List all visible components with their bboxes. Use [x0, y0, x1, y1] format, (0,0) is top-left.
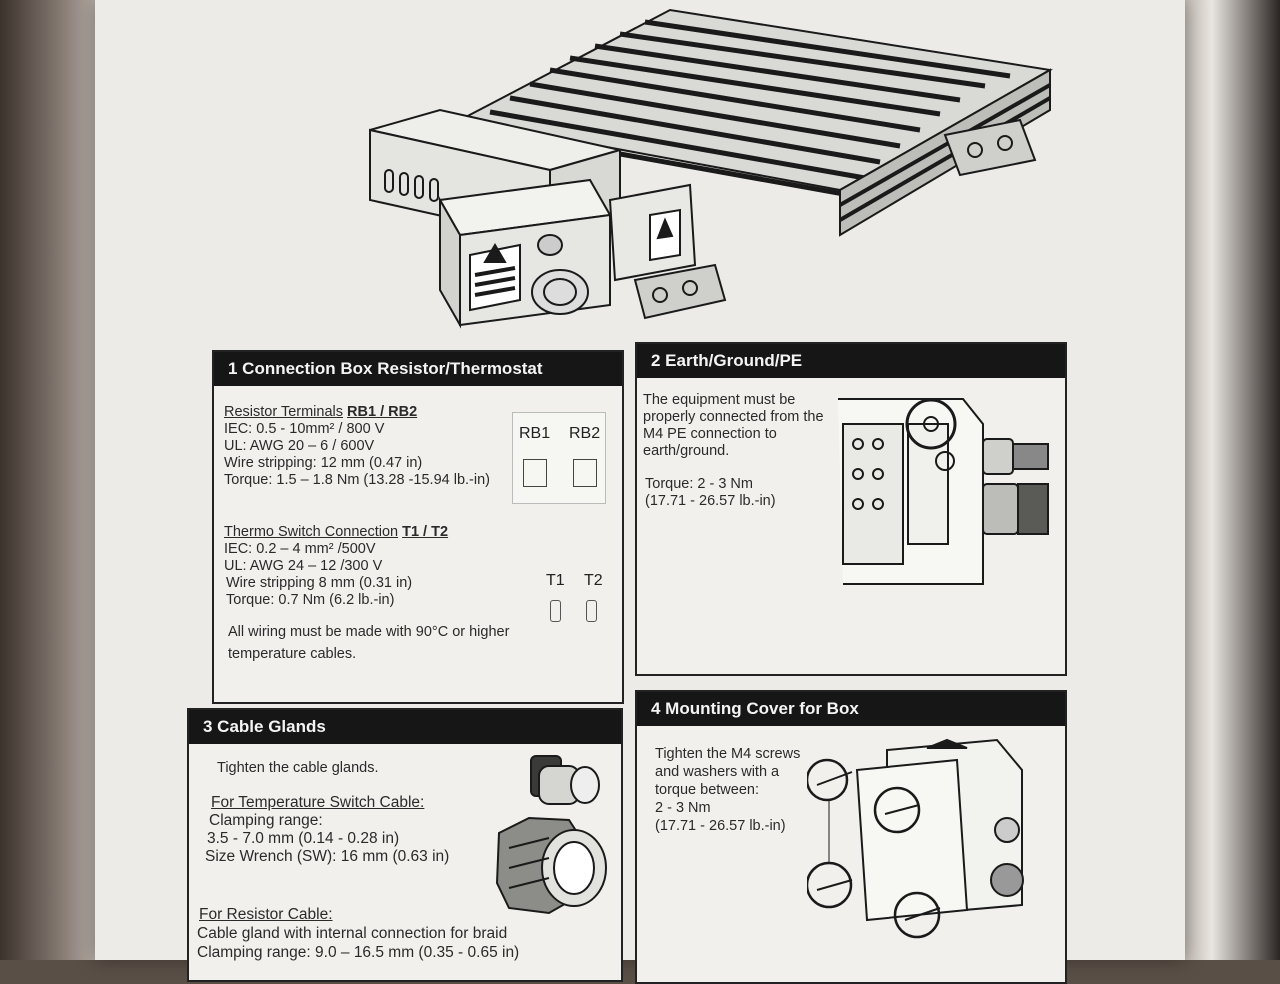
- panel-connection-box-title: 1 Connection Box Resistor/Thermostat: [214, 352, 622, 386]
- t1-terminal-slot: [550, 600, 561, 622]
- resistor-spec-stripping: Wire stripping: 12 mm (0.47 in): [224, 455, 423, 471]
- thermo-spec-iec: IEC: 0.2 – 4 mm² /500V: [224, 541, 376, 557]
- earth-text-line2: properly connected from the: [643, 409, 824, 425]
- resistor-terminals-ids: RB1 / RB2: [347, 404, 418, 420]
- cable-gland-illustration: [495, 755, 607, 915]
- earth-torque-line2: (17.71 - 26.57 lb.-in): [645, 493, 776, 509]
- resistor-cable-line1: Cable gland with internal connection for…: [197, 925, 508, 942]
- resistor-terminals-heading: Resistor Terminals RB1 / RB2: [224, 404, 417, 422]
- wiring-note-line1: All wiring must be made with 90°C or hig…: [228, 624, 510, 640]
- background-left: [0, 0, 110, 960]
- temp-switch-cable-heading: For Temperature Switch Cable:: [211, 794, 425, 811]
- rb2-terminal-square: [573, 459, 597, 487]
- panel-mounting-cover: 4 Mounting Cover for Box Tighten the M4 …: [635, 690, 1067, 984]
- temp-cable-line2: 3.5 - 7.0 mm (0.14 - 0.28 in): [207, 830, 400, 847]
- t2-label: T2: [584, 572, 603, 589]
- pe-connection-illustration: [838, 398, 1049, 585]
- earth-text-line3: M4 PE connection to: [643, 426, 777, 442]
- panel-cable-glands-title: 3 Cable Glands: [189, 710, 621, 744]
- thermo-spec-stripping: Wire stripping 8 mm (0.31 in): [226, 575, 413, 591]
- temp-cable-line3: Size Wrench (SW): 16 mm (0.63 in): [205, 848, 450, 865]
- mounting-line1: Tighten the M4 screws: [655, 746, 801, 762]
- mounting-cover-illustration: [807, 738, 1024, 939]
- thermo-switch-heading: Thermo Switch Connection T1 / T2: [224, 524, 448, 542]
- temp-cable-line1: Clamping range:: [209, 812, 323, 829]
- glands-intro: Tighten the cable glands.: [217, 760, 379, 776]
- resistor-cable-line2: Clamping range: 9.0 – 16.5 mm (0.35 - 0.…: [197, 944, 520, 961]
- panel-cable-glands: 3 Cable Glands Tighten the cable glands.…: [187, 708, 623, 982]
- terminal-block-t: T1 T2: [546, 560, 604, 630]
- thermo-switch-label: Thermo Switch Connection: [224, 524, 399, 540]
- panel-earth-ground: 2 Earth/Ground/PE The equipment must be …: [635, 342, 1067, 676]
- terminal-block-rb: RB1 RB2: [512, 412, 606, 504]
- t1-label: T1: [546, 572, 565, 589]
- resistor-spec-iec: IEC: 0.5 - 10mm² / 800 V: [224, 421, 385, 437]
- resistor-cable-heading: For Resistor Cable:: [199, 906, 333, 923]
- panel-connection-box: 1 Connection Box Resistor/Thermostat Res…: [212, 350, 624, 704]
- panel-earth-ground-title: 2 Earth/Ground/PE: [637, 344, 1065, 378]
- resistor-terminals-label: Resistor Terminals: [224, 404, 343, 420]
- mounting-line4: 2 - 3 Nm: [655, 800, 711, 816]
- wiring-note-line2: temperature cables.: [228, 646, 357, 662]
- mounting-line5: (17.71 - 26.57 lb.-in): [655, 818, 786, 834]
- mounting-line2: and washers with a: [655, 764, 780, 780]
- t2-terminal-slot: [586, 600, 597, 622]
- resistor-spec-torque: Torque: 1.5 – 1.8 Nm (13.28 -15.94 lb.-i…: [224, 472, 490, 488]
- instruction-sheet: 1 Connection Box Resistor/Thermostat Res…: [95, 0, 1185, 984]
- resistor-spec-ul: UL: AWG 20 – 6 / 600V: [224, 438, 375, 454]
- earth-torque-line1: Torque: 2 - 3 Nm: [645, 476, 753, 492]
- earth-text-line1: The equipment must be: [643, 392, 796, 408]
- earth-text-line4: earth/ground.: [643, 443, 730, 459]
- thermo-switch-ids: T1 / T2: [402, 524, 449, 540]
- mounting-line3: torque between:: [655, 782, 759, 798]
- panel-mounting-cover-title: 4 Mounting Cover for Box: [637, 692, 1065, 726]
- rb1-label: RB1: [519, 425, 551, 442]
- rb1-terminal-square: [523, 459, 547, 487]
- resistor-illustration: [369, 8, 1053, 329]
- thermo-spec-ul: UL: AWG 24 – 12 /300 V: [224, 558, 383, 574]
- rb2-label: RB2: [569, 425, 601, 442]
- thermo-spec-torque: Torque: 0.7 Nm (6.2 lb.-in): [226, 592, 395, 608]
